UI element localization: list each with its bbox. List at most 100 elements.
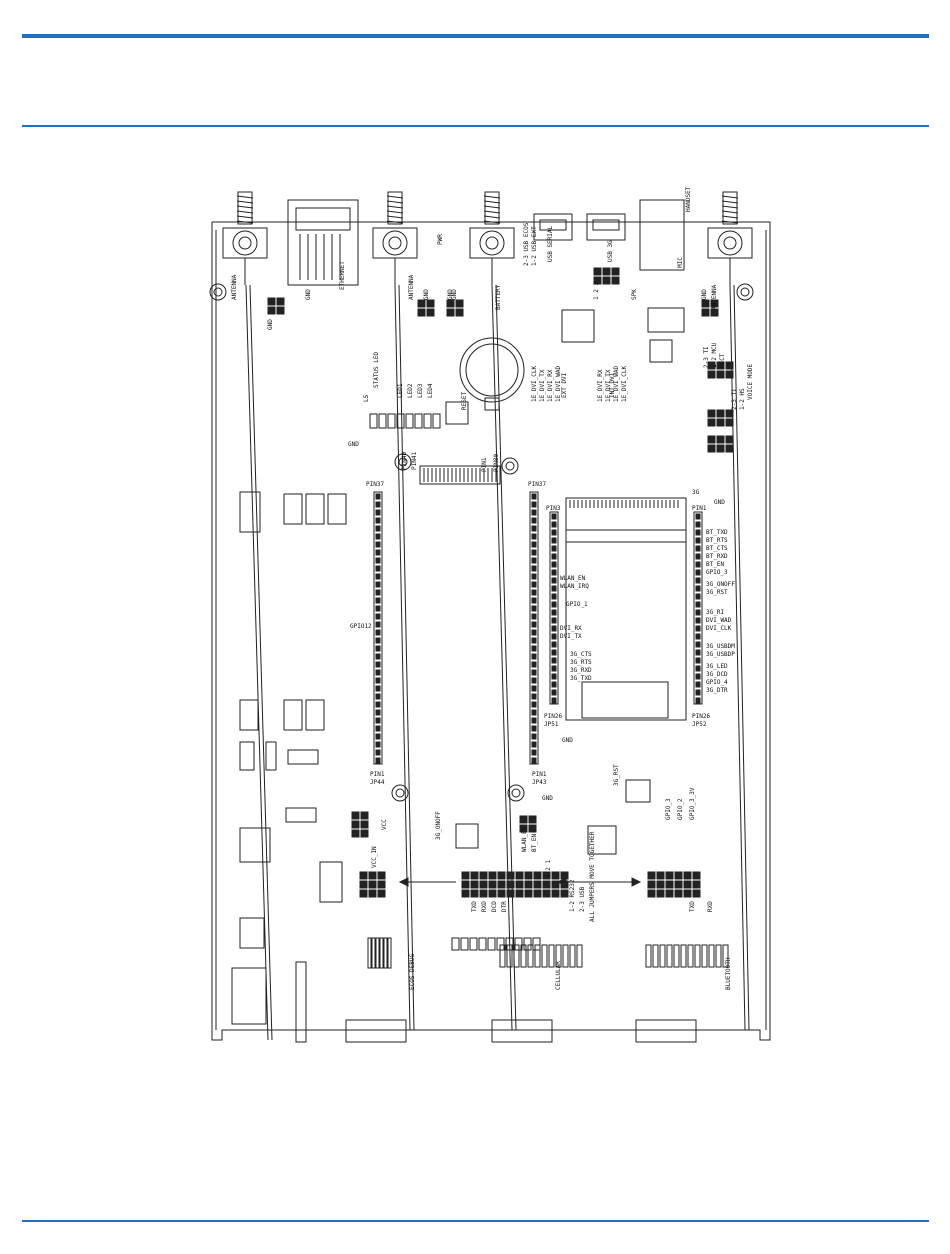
jumper-block xyxy=(551,889,560,898)
header-pin xyxy=(551,569,557,576)
header-pin xyxy=(531,653,537,660)
board-label: STATUS LED xyxy=(373,351,380,388)
jumper-block xyxy=(417,299,426,308)
antenna-cable xyxy=(245,284,269,1041)
sma-thread xyxy=(483,195,501,199)
sma-thread xyxy=(236,210,254,214)
ic-chip xyxy=(649,339,673,363)
ic-pin xyxy=(499,944,506,968)
board-label: 3G_ONOFF xyxy=(435,811,442,840)
header-pin xyxy=(375,589,381,596)
header-pin xyxy=(551,689,557,696)
pcb-outline xyxy=(211,221,771,1041)
header-pin xyxy=(551,577,557,584)
header-pin xyxy=(375,493,381,500)
jumper-block xyxy=(560,889,569,898)
smd-component xyxy=(445,401,469,425)
header-pin xyxy=(531,725,537,732)
header-pin xyxy=(551,633,557,640)
board-label: 3G xyxy=(692,489,700,496)
resistor xyxy=(478,937,487,951)
smd-component xyxy=(239,699,259,731)
smd-component xyxy=(285,807,317,823)
board-label: PIN37 xyxy=(366,481,384,488)
jumper-block xyxy=(360,811,369,820)
sma-thread xyxy=(721,205,739,209)
jumper-block xyxy=(707,370,716,379)
board-label: 1E_DVI_WAD xyxy=(555,365,562,402)
mount-hole-inner xyxy=(740,287,750,297)
header-pin xyxy=(695,585,701,592)
board-label: LED1 xyxy=(397,383,404,398)
board-label: 1E_DVI_TX xyxy=(605,369,612,402)
header-pin xyxy=(695,537,701,544)
header-pin xyxy=(531,693,537,700)
battery-cell xyxy=(465,343,519,397)
jumper-block xyxy=(377,871,386,880)
pin-header-jp51 xyxy=(549,511,559,705)
mount-hole xyxy=(501,457,519,475)
header-pin xyxy=(531,517,537,524)
ic-pin xyxy=(687,944,694,968)
header-pin xyxy=(531,525,537,532)
usb-port xyxy=(592,219,620,231)
jumper-block xyxy=(674,880,683,889)
board-label: DVI_TX xyxy=(560,633,582,640)
board-label: 3G_DCD xyxy=(706,671,728,678)
board-label: 3G_USBDP xyxy=(706,651,735,658)
board-label: BT_RXD xyxy=(706,553,728,560)
ic-pin xyxy=(375,937,380,969)
ic-pin xyxy=(534,944,541,968)
board-label: INT DVI xyxy=(609,372,616,398)
jumper-block xyxy=(351,811,360,820)
jumper-block xyxy=(461,889,470,898)
board-label: DVI_CLK xyxy=(706,625,732,632)
jumper-block xyxy=(360,829,369,838)
header-pin xyxy=(695,545,701,552)
ic-chip xyxy=(587,825,617,855)
header-pin xyxy=(375,613,381,620)
jumper-block xyxy=(267,306,276,315)
ic-pin xyxy=(379,937,384,969)
ic-pin xyxy=(548,944,555,968)
sma-thread xyxy=(721,220,739,224)
header-pin xyxy=(531,709,537,716)
jumper-block xyxy=(267,297,276,306)
jumper-block xyxy=(602,267,611,276)
header-pin xyxy=(695,665,701,672)
mount-hole-inner xyxy=(395,788,405,798)
mount-hole-inner xyxy=(511,788,521,798)
handset-jack xyxy=(639,199,685,271)
jumper-block xyxy=(359,871,368,880)
board-label: 3G_RST xyxy=(706,589,728,596)
jumper-block xyxy=(377,880,386,889)
resistor xyxy=(451,937,460,951)
sma-thread xyxy=(386,220,404,224)
header-pin xyxy=(375,581,381,588)
header-pin xyxy=(375,557,381,564)
sma-thread xyxy=(236,205,254,209)
header-pin xyxy=(551,593,557,600)
jumper-block xyxy=(368,889,377,898)
jumper-block xyxy=(446,299,455,308)
jumper-block xyxy=(360,820,369,829)
jumper-block xyxy=(351,829,360,838)
jumper-block xyxy=(611,276,620,285)
sma-thread xyxy=(721,215,739,219)
header-pin xyxy=(375,605,381,612)
jumper-block xyxy=(683,880,692,889)
jumper-block xyxy=(533,889,542,898)
header-pin xyxy=(375,573,381,580)
header-pin xyxy=(375,741,381,748)
header-pin xyxy=(531,645,537,652)
board-label: GND xyxy=(423,289,430,300)
ic-pin xyxy=(666,944,673,968)
header-pin xyxy=(531,509,537,516)
header-pin xyxy=(531,661,537,668)
header-pin xyxy=(531,733,537,740)
jumper-block xyxy=(417,308,426,317)
sma-thread xyxy=(483,200,501,204)
jumper-block xyxy=(707,361,716,370)
jumper-block xyxy=(542,889,551,898)
resistor xyxy=(532,937,541,951)
